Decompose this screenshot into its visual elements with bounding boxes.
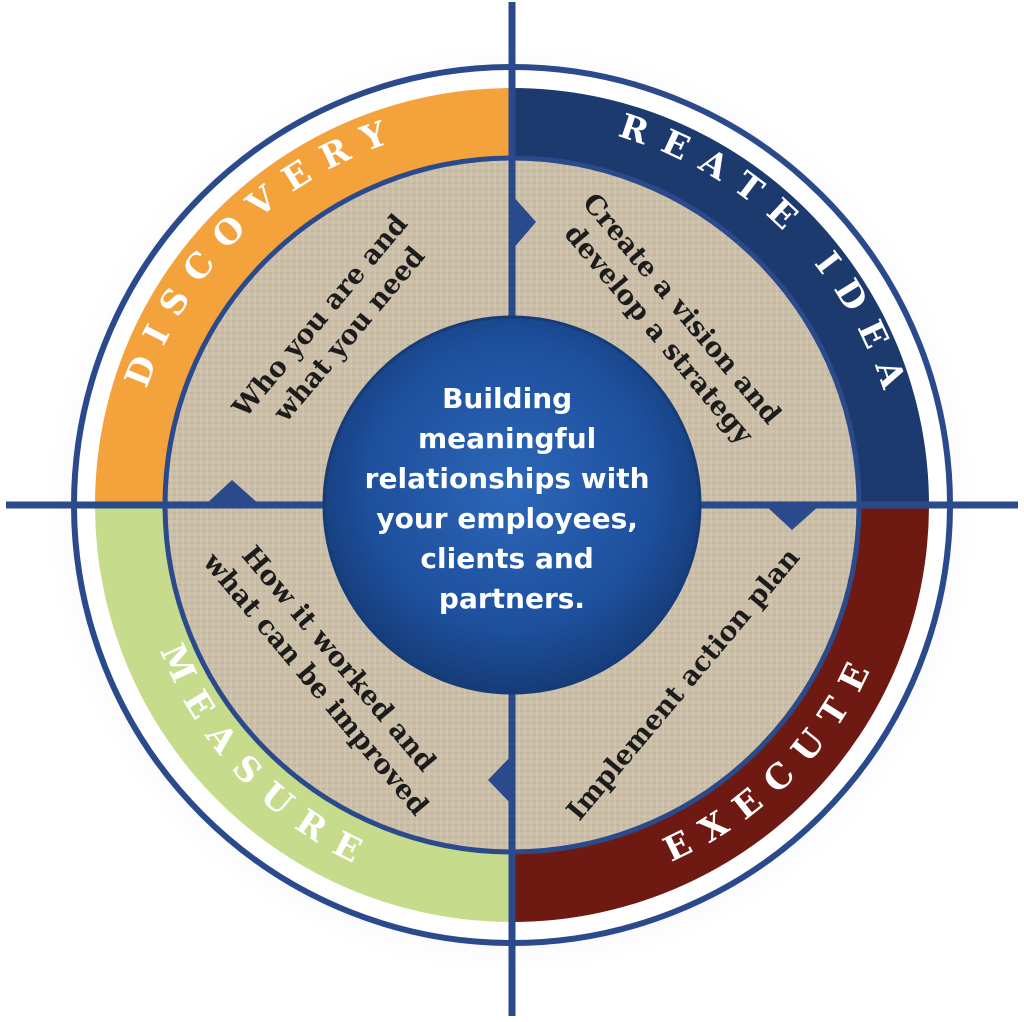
ring-segment-create-ideas [512, 88, 929, 505]
ring-segment-measure [95, 505, 512, 922]
arrow-marker-discovery [205, 480, 260, 505]
center-message: Building meaningful relationships with y… [365, 382, 660, 615]
center-circle [322, 315, 702, 695]
ring-segment-discovery [95, 88, 512, 505]
arrow-marker-execute [765, 505, 820, 530]
arrow-marker-create [512, 195, 536, 250]
arrow-marker-measure [488, 755, 512, 805]
ring-segment-execute [512, 505, 929, 922]
ring [95, 88, 929, 922]
